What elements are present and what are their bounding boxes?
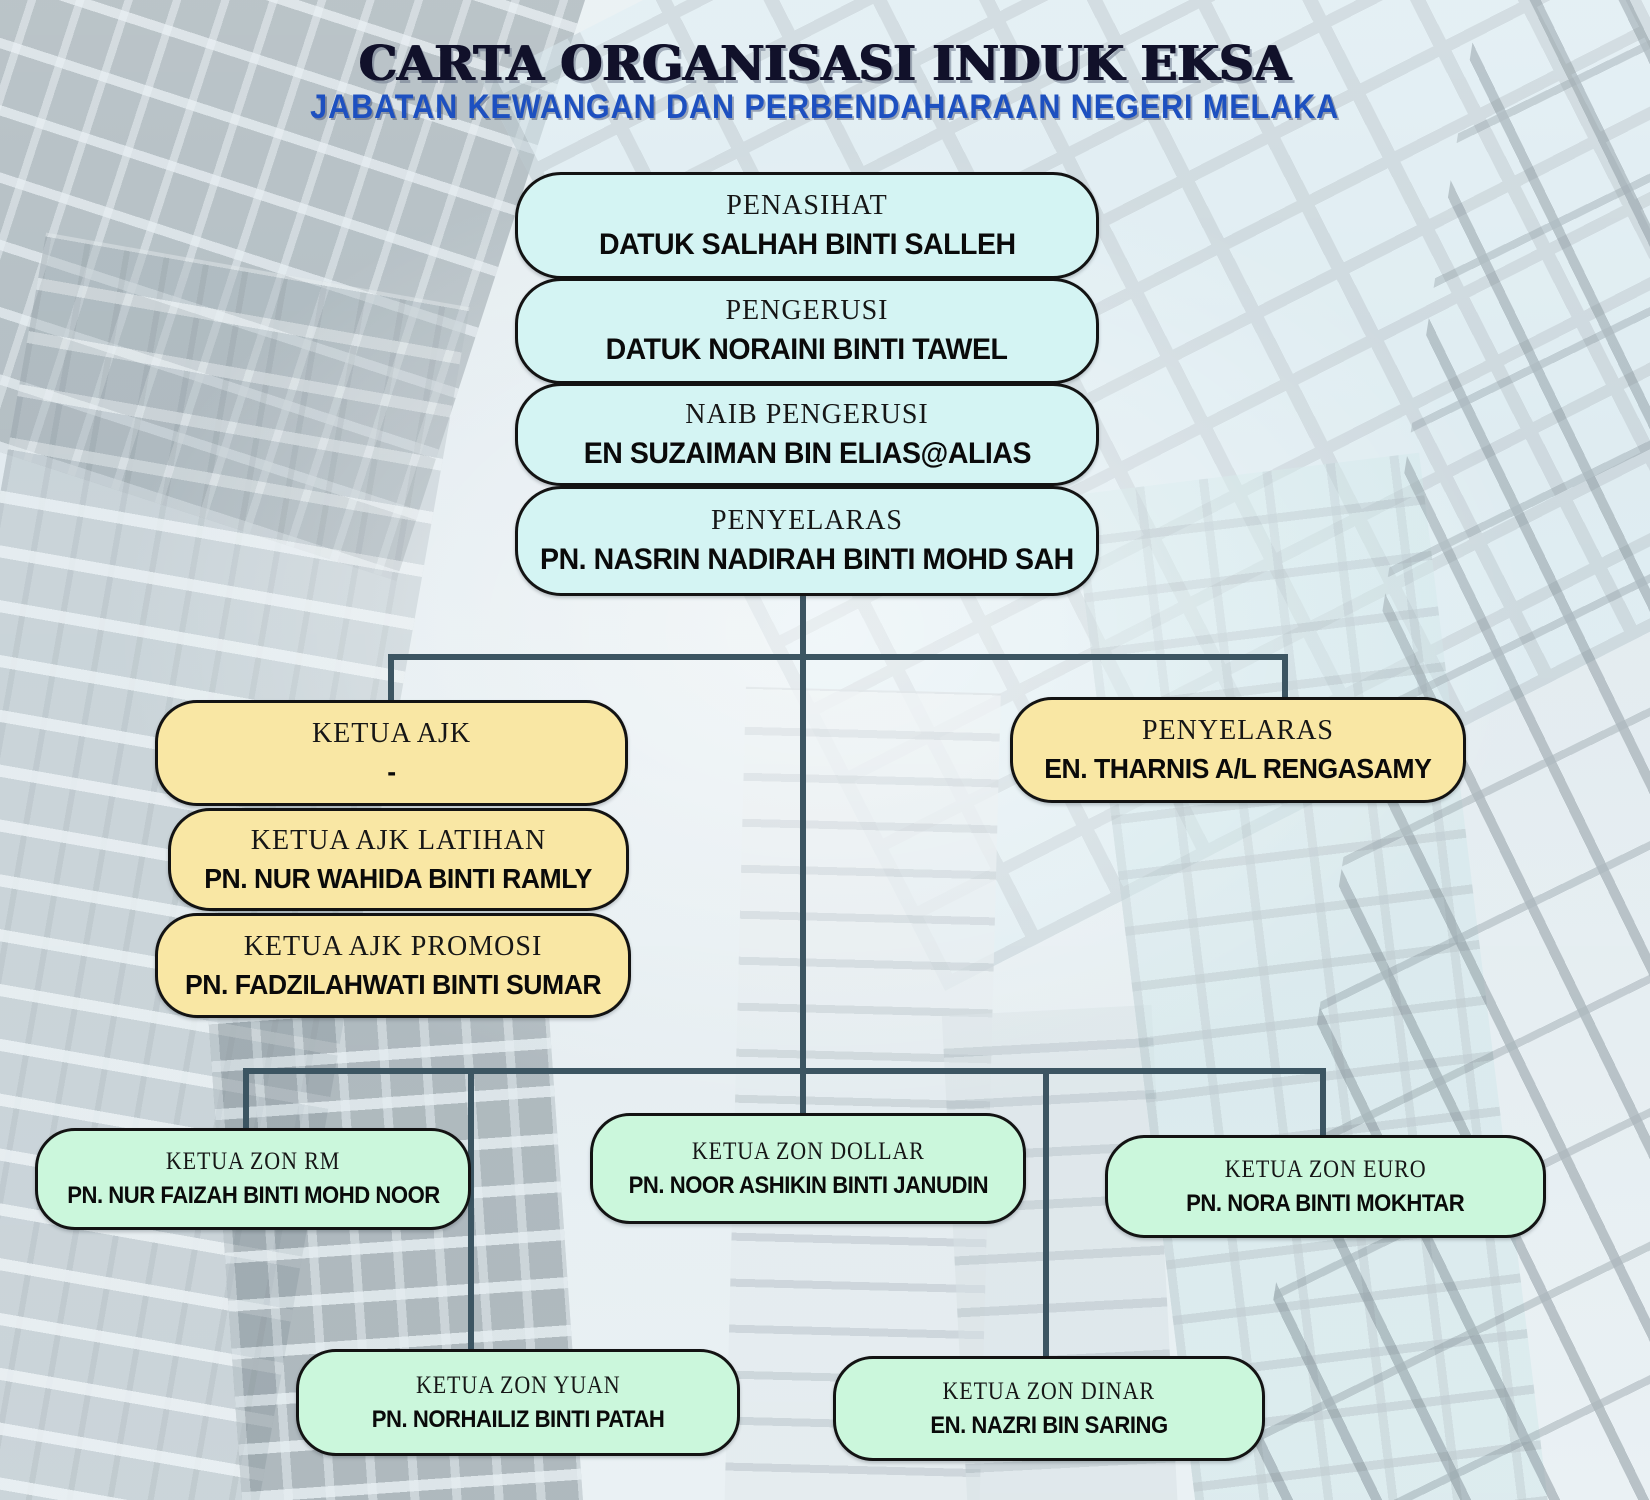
- person-name: DATUK SALHAH BINTI SALLEH: [598, 227, 1016, 261]
- node-penyelaras: PENYELARAS PN. NASRIN NADIRAH BINTI MOHD…: [515, 486, 1099, 596]
- node-ketua-zon-dollar: KETUA ZON DOLLAR PN. NOOR ASHIKIN BINTI …: [590, 1113, 1026, 1224]
- node-ketua-ajk-latihan: KETUA AJK LATIHAN PN. NUR WAHIDA BINTI R…: [168, 808, 629, 911]
- person-name: EN. THARNIS A/L RENGASAMY: [1044, 753, 1432, 784]
- role-label: PENYELARAS: [710, 505, 903, 536]
- connector-drop-ketua-ajk: [388, 654, 394, 706]
- person-name: PN. NASRIN NADIRAH BINTI MOHD SAH: [540, 543, 1074, 576]
- role-label: KETUA ZON YUAN: [415, 1371, 621, 1399]
- chart-title: CARTA ORGANISASI INDUK EKSA: [359, 36, 1291, 92]
- role-label: PENGERUSI: [725, 295, 889, 326]
- role-label: KETUA AJK LATIHAN: [250, 824, 547, 856]
- connector-drop-zon-dinar: [1043, 1068, 1049, 1360]
- node-pengerusi: PENGERUSI DATUK NORAINI BINTI TAWEL: [515, 278, 1099, 384]
- person-name: DATUK NORAINI BINTI TAWEL: [606, 333, 1008, 366]
- role-label: KETUA ZON RM: [165, 1148, 341, 1175]
- connector-drop-penyelaras-right: [1282, 654, 1288, 703]
- connector-drop-zon-euro: [1320, 1068, 1326, 1139]
- role-label: PENASIHAT: [726, 189, 888, 221]
- person-name: -: [387, 756, 396, 787]
- connector-center-vertical: [800, 588, 806, 1118]
- role-label: KETUA ZON EURO: [1224, 1155, 1427, 1183]
- connector-tier1-horizontal: [388, 654, 1288, 660]
- connector-drop-zon-yuan: [468, 1068, 474, 1354]
- person-name: PN. FADZILAHWATI BINTI SUMAR: [184, 968, 602, 1000]
- person-name: EN. NAZRI BIN SARING: [930, 1411, 1168, 1439]
- node-ketua-ajk-promosi: KETUA AJK PROMOSI PN. FADZILAHWATI BINTI…: [155, 913, 631, 1018]
- role-label: KETUA AJK: [311, 718, 472, 749]
- node-ketua-ajk: KETUA AJK -: [155, 700, 628, 806]
- person-name: PN. NORHAILIZ BINTI PATAH: [371, 1405, 665, 1433]
- person-name: PN. NORA BINTI MOKHTAR: [1186, 1189, 1465, 1217]
- chart-subtitle: JABATAN KEWANGAN DAN PERBENDAHARAAN NEGE…: [0, 88, 1650, 127]
- role-label: KETUA AJK PROMOSI: [243, 930, 543, 962]
- node-penyelaras-tharnis: PENYELARAS EN. THARNIS A/L RENGASAMY: [1010, 697, 1466, 803]
- person-name: PN. NUR FAIZAH BINTI MOHD NOOR: [66, 1182, 440, 1209]
- person-name: PN. NUR WAHIDA BINTI RAMLY: [204, 862, 593, 894]
- role-label: NAIB PENGERUSI: [685, 398, 929, 430]
- node-ketua-zon-dinar: KETUA ZON DINAR EN. NAZRI BIN SARING: [833, 1356, 1265, 1461]
- node-naib-pengerusi: NAIB PENGERUSI EN SUZAIMAN BIN ELIAS@ALI…: [515, 383, 1099, 486]
- role-label: PENYELARAS: [1141, 715, 1334, 746]
- connector-drop-zon-rm: [243, 1068, 249, 1132]
- node-ketua-zon-rm: KETUA ZON RM PN. NUR FAIZAH BINTI MOHD N…: [35, 1128, 471, 1230]
- role-label: KETUA ZON DOLLAR: [691, 1137, 925, 1165]
- node-penasihat: PENASIHAT DATUK SALHAH BINTI SALLEH: [515, 172, 1099, 279]
- person-name: PN. NOOR ASHIKIN BINTI JANUDIN: [628, 1171, 988, 1199]
- person-name: EN SUZAIMAN BIN ELIAS@ALIAS: [583, 436, 1031, 470]
- chart-subtitle-text: JABATAN KEWANGAN DAN PERBENDAHARAAN NEGE…: [310, 88, 1340, 126]
- background-building-right: [1071, 452, 1549, 1500]
- node-ketua-zon-yuan: KETUA ZON YUAN PN. NORHAILIZ BINTI PATAH: [296, 1349, 740, 1456]
- role-label: KETUA ZON DINAR: [942, 1377, 1156, 1405]
- connector-tier2-horizontal: [243, 1068, 1326, 1074]
- node-ketua-zon-euro: KETUA ZON EURO PN. NORA BINTI MOKHTAR: [1105, 1135, 1546, 1238]
